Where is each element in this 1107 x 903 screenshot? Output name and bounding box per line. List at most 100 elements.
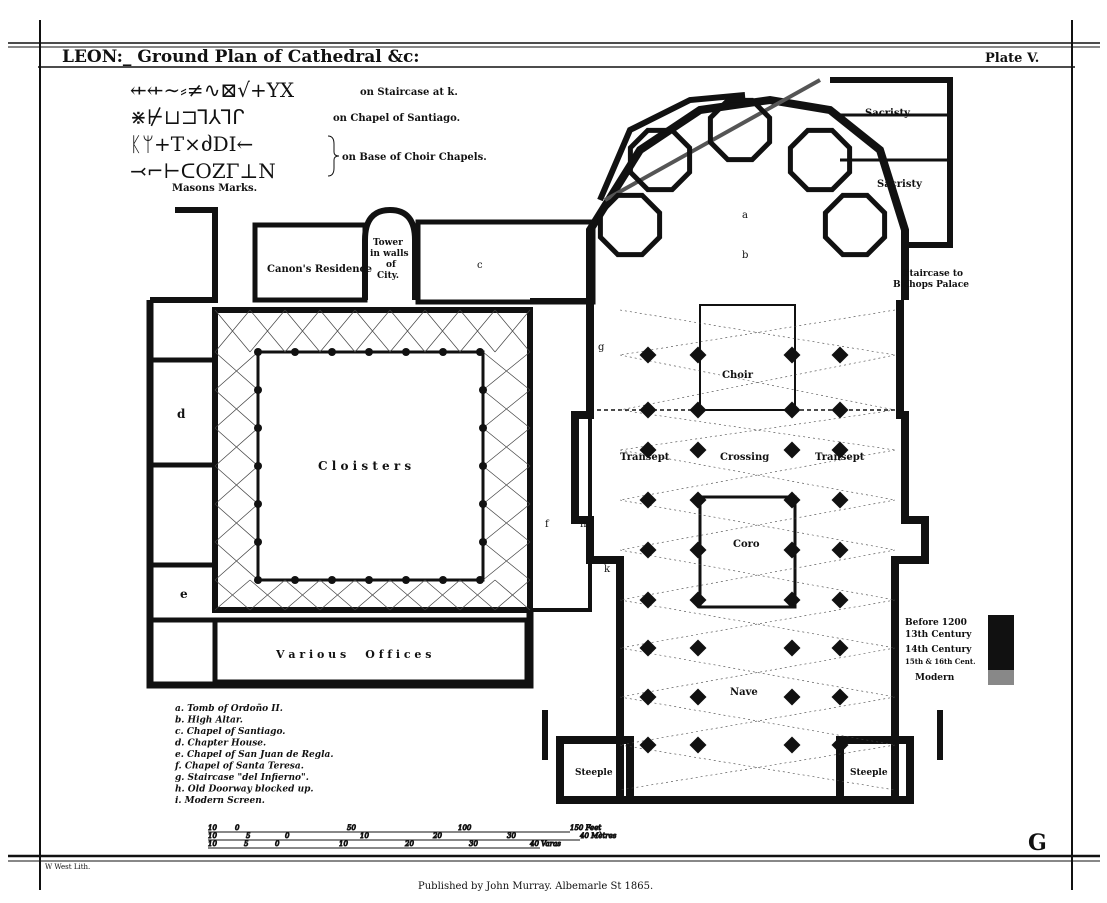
pier xyxy=(639,346,657,364)
pier xyxy=(689,639,707,657)
scale-tick: 0 xyxy=(285,832,290,840)
scale-tick: 5 xyxy=(246,832,251,840)
cloister-column xyxy=(439,348,447,356)
pier xyxy=(831,591,849,609)
label-tower: in walls xyxy=(370,249,409,259)
pier xyxy=(689,688,707,706)
pier xyxy=(689,541,707,559)
legend-item: e. Chapel of San Juan de Regla. xyxy=(175,750,333,760)
vault-rib xyxy=(354,309,391,611)
pier xyxy=(689,346,707,364)
mark-d: d xyxy=(177,407,186,421)
legend: a. Tomb of Ordoño II.b. High Altar.c. Ch… xyxy=(174,703,333,806)
cloister-column xyxy=(479,386,487,394)
cloister-column xyxy=(479,538,487,546)
vault-rib xyxy=(619,599,896,649)
pier xyxy=(831,736,849,754)
vault-rib xyxy=(249,309,286,611)
marks-caption: on Staircase at k. xyxy=(360,87,458,98)
vault-rib xyxy=(424,309,461,611)
legend-item: d. Chapter House. xyxy=(175,739,266,749)
label-staircase: Staircase to xyxy=(903,269,963,279)
mark-g: g xyxy=(598,342,605,353)
period-key-item: 15th & 16th Cent. xyxy=(905,657,976,666)
vault-rib xyxy=(214,427,531,467)
scale-tick: 10 xyxy=(208,840,217,848)
vault-rib xyxy=(619,744,896,791)
pier xyxy=(689,491,707,509)
vault-rib xyxy=(619,549,896,601)
mark-e: e xyxy=(180,587,188,601)
cloister-column xyxy=(254,348,262,356)
pier xyxy=(783,688,801,706)
vault-rib xyxy=(284,309,321,611)
cloister-column xyxy=(479,500,487,508)
pier xyxy=(783,441,801,459)
cloister-column xyxy=(291,348,299,356)
period-swatch-modern xyxy=(988,670,1014,685)
cloister-column xyxy=(254,424,262,432)
legend-item: g. Staircase "del Infierno". xyxy=(175,773,309,783)
pier xyxy=(639,639,657,657)
pier xyxy=(639,441,657,459)
cloister-column xyxy=(479,462,487,470)
pier xyxy=(831,491,849,509)
cloister-column xyxy=(254,462,262,470)
vault-rib xyxy=(214,389,531,429)
pier xyxy=(639,491,657,509)
plate-title: LEON:_ Ground Plan of Cathedral &c: xyxy=(62,47,420,67)
plate-frame xyxy=(8,20,1100,890)
pier xyxy=(639,736,657,754)
cloister-column xyxy=(254,386,262,394)
period-key-item: Before 1200 xyxy=(905,618,967,628)
scale-tick: 20 xyxy=(404,840,414,848)
pier xyxy=(639,688,657,706)
cloister-column xyxy=(476,348,484,356)
engraver-monogram: G xyxy=(1028,830,1047,856)
mark-f: f xyxy=(545,519,550,530)
mark-c: c xyxy=(477,260,483,271)
label-transept: Transept xyxy=(815,452,865,463)
scale-bars: 10 0 50 100 150 Feet 10 5 0 10 20 30 40 … xyxy=(208,824,617,849)
legend-item: c. Chapel of Santiago. xyxy=(175,727,285,737)
pier xyxy=(831,401,849,419)
masons-marks: ⇷⇷∼⸗≠∿⊠√+YX on Staircase at k. ⋇⊬⊔⊐⅂⅄⅂ᒋ … xyxy=(130,78,487,194)
scale-tick: 10 xyxy=(208,824,217,832)
legend-item: b. High Altar. xyxy=(175,716,243,726)
cloister-column xyxy=(254,538,262,546)
marks-row: ⋇⊬⊔⊐⅂⅄⅂ᒋ xyxy=(130,105,245,129)
cloister-vaults xyxy=(214,309,531,611)
label-coro: Coro xyxy=(733,539,760,550)
vault-rib xyxy=(619,499,896,551)
pier xyxy=(639,401,657,419)
apse-chapel xyxy=(787,127,853,193)
vault-rib xyxy=(619,354,896,411)
lithographer-credit: W West Lith. xyxy=(45,863,90,871)
period-key: Before 1200 13th Century 14th Century 15… xyxy=(905,615,1014,685)
pier xyxy=(639,591,657,609)
pier xyxy=(689,736,707,754)
vault-rib xyxy=(619,647,896,698)
label-crossing: Crossing xyxy=(720,452,769,463)
mark-b: b xyxy=(742,250,748,261)
scale-tick: 40 Varas xyxy=(529,840,561,848)
apse-chapel xyxy=(707,97,773,163)
legend-item: f. Chapel of Santa Teresa. xyxy=(174,762,304,772)
vault-rib xyxy=(619,696,896,746)
vault-rib xyxy=(214,309,251,611)
cloister-column xyxy=(365,348,373,356)
cloister-column xyxy=(254,500,262,508)
scale-tick: 40 Mètres xyxy=(579,832,617,840)
cloister-column xyxy=(328,576,336,584)
period-key-item: 14th Century xyxy=(905,645,972,655)
vault-rib xyxy=(389,309,426,611)
cloister-column xyxy=(365,576,373,584)
label-canons-residence: Canon's Residence xyxy=(267,264,372,275)
marks-caption: on Base of Choir Chapels. xyxy=(342,152,487,163)
cloister-column xyxy=(402,348,410,356)
scale-tick: 150 Feet xyxy=(570,824,601,832)
cloister-column xyxy=(402,576,410,584)
cloister-column xyxy=(291,576,299,584)
pier xyxy=(689,591,707,609)
pier xyxy=(783,639,801,657)
